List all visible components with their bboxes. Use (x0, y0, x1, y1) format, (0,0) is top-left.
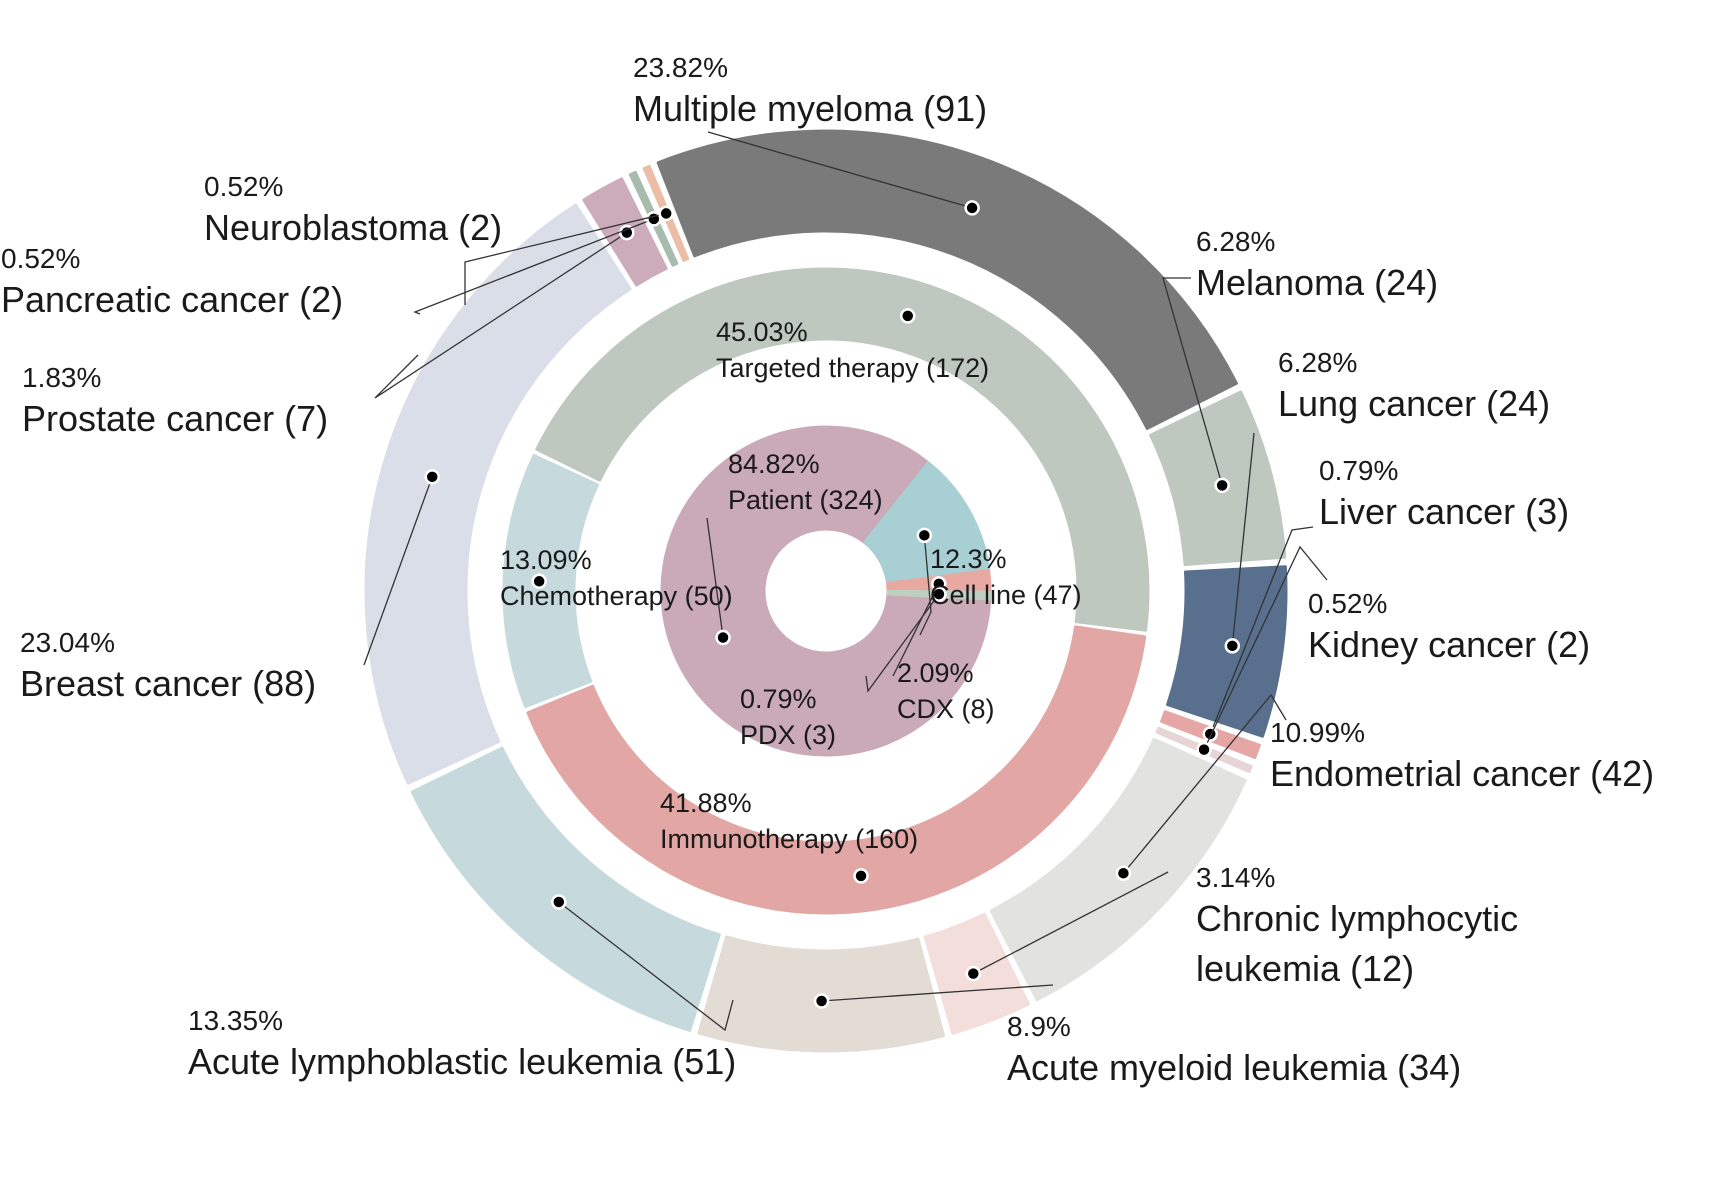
outer-percent-label-liver-cancer: 0.79% (1319, 455, 1398, 486)
outer-leader-chronic-lymphocytic-leukemia (973, 871, 1169, 975)
outer-name-label-chronic-lymphocytic-leukemia-line2: leukemia (12) (1196, 948, 1414, 989)
outer-slice-breast-cancer (364, 203, 632, 785)
inner-marker-cell-line (916, 527, 933, 544)
outer-percent-label-acute-lymphoblastic-leukemia: 13.35% (188, 1005, 283, 1036)
outer-name-label-chronic-lymphocytic-leukemia: Chronic lymphocytic (1196, 898, 1518, 939)
middle-marker-targeted-therapy (899, 308, 916, 324)
outer-name-label-neuroblastoma: Neuroblastoma (2) (204, 207, 502, 248)
outer-marker-multiple-myeloma (964, 200, 980, 216)
inner-name-label-patient: Patient (324) (728, 485, 883, 515)
inner-percent-label-pdx: 0.79% (740, 684, 817, 714)
outer-leader-pancreatic-cancer (413, 218, 655, 315)
middle-marker-immunotherapy (853, 868, 869, 884)
outer-leader-acute-lymphoblastic-leukemia (558, 901, 734, 1032)
outer-name-label-pancreatic-cancer: Pancreatic cancer (2) (1, 279, 343, 320)
outer-percent-label-pancreatic-cancer: 0.52% (1, 243, 80, 274)
outer-marker-chronic-lymphocytic-leukemia (965, 965, 982, 982)
outer-percent-label-kidney-cancer: 0.52% (1308, 588, 1387, 619)
middle-percent-label-targeted-therapy: 45.03% (716, 317, 808, 347)
outer-marker-pancreatic-cancer (646, 211, 662, 227)
outer-marker-acute-myeloid-leukemia (813, 993, 830, 1009)
outer-percent-label-lung-cancer: 6.28% (1278, 347, 1357, 378)
outer-percent-label-melanoma: 6.28% (1196, 226, 1275, 257)
inner-name-label-pdx: PDX (3) (740, 720, 836, 750)
outer-leader-liver-cancer (1209, 526, 1314, 735)
outer-leader-endometrial-cancer (1122, 693, 1287, 874)
outer-percent-label-breast-cancer: 23.04% (20, 627, 115, 658)
outer-marker-endometrial-cancer (1115, 865, 1132, 881)
inner-leader-cdx (892, 583, 940, 677)
outer-leader-breast-cancer (363, 476, 433, 666)
outer-percent-label-neuroblastoma: 0.52% (204, 171, 283, 202)
middle-percent-label-chemotherapy: 13.09% (500, 545, 592, 575)
outer-slice-multiple-myeloma (656, 129, 1238, 430)
outer-leader-neuroblastoma (464, 212, 667, 305)
outer-leader-melanoma (1162, 277, 1223, 486)
outer-marker-melanoma (1214, 477, 1230, 494)
middle-marker-chemotherapy (531, 573, 547, 590)
middle-slice-immunotherapy (526, 625, 1147, 915)
outer-name-label-liver-cancer: Liver cancer (3) (1319, 491, 1569, 532)
inner-percent-label-patient: 84.82% (728, 449, 820, 479)
outer-leader-kidney-cancer (1203, 545, 1328, 750)
middle-name-label-targeted-therapy: Targeted therapy (172) (716, 353, 989, 383)
outer-name-label-kidney-cancer: Kidney cancer (2) (1308, 624, 1590, 665)
outer-name-label-acute-myeloid-leukemia: Acute myeloid leukemia (34) (1007, 1047, 1461, 1088)
outer-marker-lung-cancer (1224, 638, 1241, 654)
outer-name-label-melanoma: Melanoma (24) (1196, 262, 1438, 303)
leader-layer (363, 131, 1328, 1032)
outer-leader-acute-myeloid-leukemia (821, 984, 1054, 1002)
outer-name-label-lung-cancer: Lung cancer (24) (1278, 383, 1550, 424)
outer-name-label-multiple-myeloma: Multiple myeloma (91) (633, 88, 987, 129)
outer-name-label-prostate-cancer: Prostate cancer (7) (22, 398, 328, 439)
outer-percent-label-multiple-myeloma: 23.82% (633, 52, 728, 83)
outer-leader-multiple-myeloma (707, 131, 973, 209)
inner-leader-patient (706, 517, 724, 638)
outer-leader-lung-cancer (1231, 432, 1255, 646)
inner-name-label-cell-line: Cell line (47) (930, 580, 1082, 610)
inner-leader-pdx (865, 593, 940, 693)
middle-slice-targeted-therapy (535, 267, 1150, 632)
middle-percent-label-immunotherapy: 41.88% (660, 788, 752, 818)
outer-percent-label-chronic-lymphocytic-leukemia: 3.14% (1196, 862, 1275, 893)
inner-leader-cell-line (919, 535, 932, 636)
inner-percent-label-cell-line: 12.3% (930, 544, 1007, 574)
inner-marker-pdx (931, 586, 947, 602)
outer-name-label-breast-cancer: Breast cancer (88) (20, 663, 316, 704)
outer-marker-breast-cancer (424, 469, 440, 485)
inner-percent-label-cdx: 2.09% (897, 658, 974, 688)
outer-slice-melanoma (1149, 390, 1287, 566)
outer-percent-label-acute-myeloid-leukemia: 8.9% (1007, 1011, 1071, 1042)
outer-percent-label-prostate-cancer: 1.83% (22, 362, 101, 393)
outer-percent-label-endometrial-cancer: 10.99% (1270, 717, 1365, 748)
inner-slice-patient (660, 425, 992, 757)
outer-marker-liver-cancer (1202, 726, 1219, 742)
middle-name-label-chemotherapy: Chemotherapy (50) (500, 581, 733, 611)
arc-layer (364, 129, 1288, 1053)
outer-name-label-endometrial-cancer: Endometrial cancer (42) (1270, 753, 1654, 794)
outer-slice-acute-lymphoblastic-leukemia (410, 746, 721, 1032)
label-layer: 23.82% Multiple myeloma (91) 6.28% Melanoma… (1, 52, 1654, 1088)
outer-name-label-acute-lymphoblastic-leukemia: Acute lymphoblastic leukemia (51) (188, 1041, 736, 1082)
outer-marker-kidney-cancer (1196, 741, 1212, 758)
outer-marker-neuroblastoma (658, 205, 674, 222)
outer-marker-acute-lymphoblastic-leukemia (551, 894, 567, 910)
middle-slice-chemotherapy (502, 453, 599, 709)
middle-name-label-immunotherapy: Immunotherapy (160) (660, 824, 918, 854)
outer-leader-prostate-cancer (374, 232, 628, 399)
inner-marker-patient (715, 629, 731, 646)
outer-slice-lung-cancer (1166, 565, 1288, 738)
inner-name-label-cdx: CDX (8) (897, 694, 995, 724)
